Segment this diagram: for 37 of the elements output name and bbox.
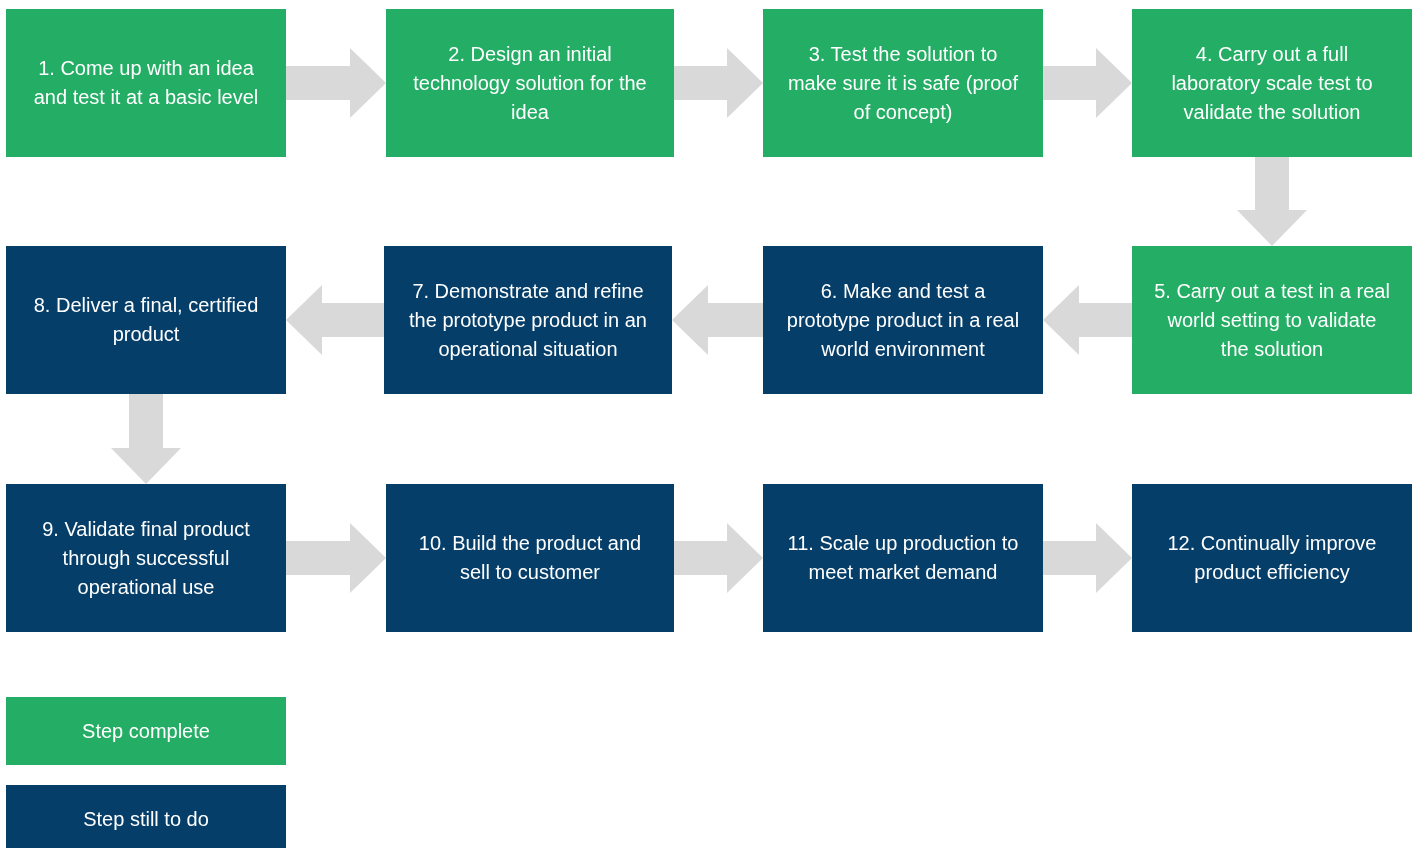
block-arrow bbox=[286, 523, 386, 593]
step-text: 12. Continually improve product efficiency bbox=[1166, 531, 1378, 585]
block-arrow bbox=[1043, 48, 1132, 118]
step-text: 9. Validate final product through successful operational use bbox=[41, 516, 251, 600]
step-box bbox=[6, 246, 286, 394]
step-box bbox=[6, 484, 286, 632]
step-text: 5. Carry out a test in a real world setting to validate the solution bbox=[1154, 278, 1390, 362]
step-box bbox=[1132, 484, 1412, 632]
block-arrow bbox=[1043, 285, 1132, 355]
step-box bbox=[763, 246, 1043, 394]
block-arrow bbox=[286, 48, 386, 118]
step-box bbox=[763, 9, 1043, 157]
block-arrow bbox=[1043, 523, 1132, 593]
block-arrow bbox=[674, 48, 763, 118]
step-text: 4. Carry out a full laboratory scale test to validate the solution bbox=[1170, 41, 1374, 125]
step-box bbox=[386, 484, 674, 632]
block-arrow bbox=[1237, 157, 1307, 246]
step-box bbox=[386, 9, 674, 157]
step-box bbox=[6, 9, 286, 157]
step-text: 10. Build the product and sell to customer bbox=[417, 531, 643, 585]
step-text: 1. Come up with an idea and test it at a basic level bbox=[32, 56, 260, 110]
block-arrow bbox=[674, 523, 763, 593]
step-box bbox=[763, 484, 1043, 632]
step-text: 11. Scale up production to meet market demand bbox=[786, 531, 1020, 585]
step-text: 3. Test the solution to make sure it is safe (proof of concept) bbox=[786, 41, 1020, 125]
legend-label: Step still to do bbox=[83, 806, 209, 832]
block-arrow bbox=[286, 285, 384, 355]
step-box bbox=[1132, 246, 1412, 394]
block-arrow bbox=[672, 285, 763, 355]
step-text: 7. Demonstrate and refine the prototype product in an operational situation bbox=[408, 278, 648, 362]
step-text: 6. Make and test a prototype product in a real world environment bbox=[785, 278, 1021, 362]
legend-label: Step complete bbox=[82, 718, 210, 744]
step-text: 2. Design an initial technology solution for the idea bbox=[412, 41, 648, 125]
block-arrow bbox=[111, 394, 181, 484]
step-box bbox=[1132, 9, 1412, 157]
step-text: 8. Deliver a final, certified product bbox=[32, 293, 260, 347]
step-box bbox=[384, 246, 672, 394]
